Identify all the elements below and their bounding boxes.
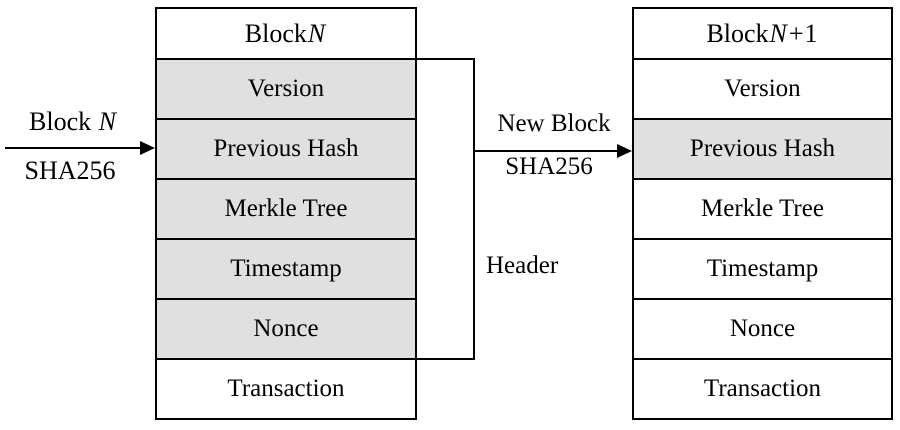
block-n-row-version: Version — [157, 58, 415, 118]
new-block-hash-arrowhead-icon — [617, 144, 632, 158]
header-bracket — [415, 58, 475, 360]
middle-arrow-label-bottom: SHA256 — [505, 153, 593, 180]
left-arrow-label-bottom: SHA256 — [24, 156, 116, 185]
new-block-hash-arrow-line — [475, 150, 619, 152]
block-n-hash-arrow-line — [5, 147, 141, 149]
block-n-title-italic: N — [307, 18, 326, 48]
block-n-plus-1-row-nonce: Nonce — [634, 298, 891, 358]
left-arrow-label-top-italic: N — [98, 107, 116, 136]
block-n-title-prefix: Block — [244, 18, 307, 48]
block-n-plus-1-row-transaction: Transaction — [634, 358, 891, 418]
block-n-hash-arrowhead-icon — [140, 141, 155, 155]
block-n-row-timestamp: Timestamp — [157, 238, 415, 298]
block-n-plus-1-title: Block N+1 — [634, 9, 891, 58]
block-n-row-nonce: Nonce — [157, 298, 415, 358]
block-n-plus-1-row-version: Version — [634, 58, 891, 118]
block-n-plus-1-row-previous-hash: Previous Hash — [634, 118, 891, 178]
block-n-plus-1-row-timestamp: Timestamp — [634, 238, 891, 298]
header-label: Header — [486, 252, 559, 279]
block-n-plus-1-title-prefix: Block — [706, 18, 769, 48]
left-arrow-label-top: Block N — [5, 108, 141, 135]
block-n-row-transaction: Transaction — [157, 358, 415, 418]
block-n-row-previous-hash: Previous Hash — [157, 118, 415, 178]
block-n-row-merkle-tree: Merkle Tree — [157, 178, 415, 238]
left-arrow-label-top-text: Block — [29, 107, 98, 136]
block-n-table: Block N Version Previous Hash Merkle Tre… — [155, 7, 417, 420]
block-n-plus-1-title-suffix: +1 — [788, 18, 819, 48]
block-n-plus-1-title-italic: N — [769, 18, 787, 48]
block-n-plus-1-table: Block N+1 Version Previous Hash Merkle T… — [632, 7, 893, 420]
middle-arrow-label-top: New Block — [497, 110, 611, 137]
block-n-plus-1-row-merkle-tree: Merkle Tree — [634, 178, 891, 238]
block-n-title: Block N — [157, 9, 415, 58]
